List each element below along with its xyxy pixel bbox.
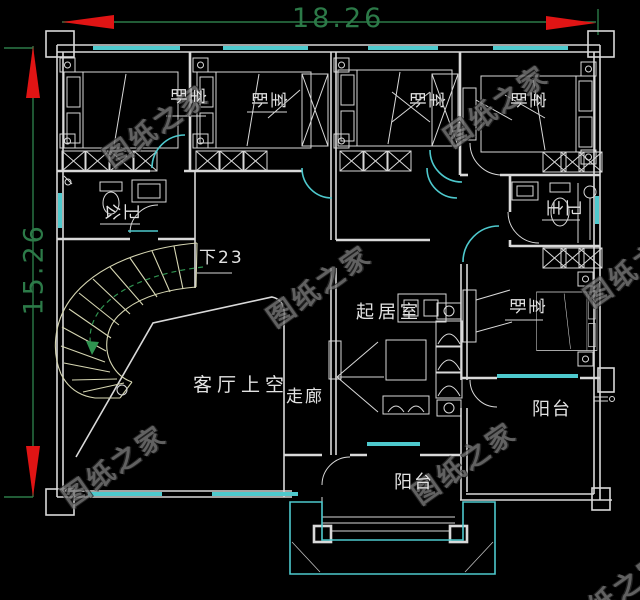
windows — [58, 46, 599, 496]
room-label-balcony-right: 阳台 — [532, 399, 572, 420]
balcony-and-porch — [289, 396, 615, 575]
room-label-bedroom-3: 卧室 — [406, 91, 446, 111]
bedroom-3-furniture — [333, 57, 459, 172]
room-label-public-bathroom: 公卫 — [101, 203, 141, 223]
bedroom-5-furniture — [462, 247, 603, 367]
public-bathroom-fixtures — [63, 175, 167, 225]
dimension-height-label: 15.26 — [18, 223, 50, 316]
room-label-bedroom-2: 卧室 — [248, 91, 288, 111]
room-label-living-room: 起居室 — [356, 302, 422, 323]
spiral-staircase — [54, 242, 232, 399]
room-label-bedroom-4: 卧室 — [507, 91, 547, 111]
dimension-width-label: 18.26 — [292, 3, 385, 34]
bedroom-1-furniture — [59, 57, 206, 172]
room-label-bedroom-5: 卧室 — [506, 297, 546, 317]
door-arcs — [128, 134, 540, 486]
room-label-void-above-living: 客厅上空 — [193, 374, 290, 396]
outer-walls — [56, 44, 612, 501]
corner-brackets — [45, 30, 615, 516]
bedroom-4-furniture — [462, 61, 603, 173]
bedroom-2-furniture — [192, 57, 329, 172]
living-room-furniture — [328, 293, 463, 417]
stair-direction-note: 下23 — [199, 248, 244, 268]
master-bathroom-fixtures — [511, 181, 597, 243]
dimension-top — [62, 9, 599, 35]
room-label-corridor: 走廊 — [286, 387, 324, 407]
dimension-left — [4, 46, 40, 498]
room-label-balcony-bottom: 阳台 — [394, 472, 434, 493]
room-label-bedroom-1: 卧室 — [167, 87, 207, 107]
void-slab-edge — [75, 296, 286, 497]
room-label-master-bathroom: 主卫 — [543, 199, 583, 219]
